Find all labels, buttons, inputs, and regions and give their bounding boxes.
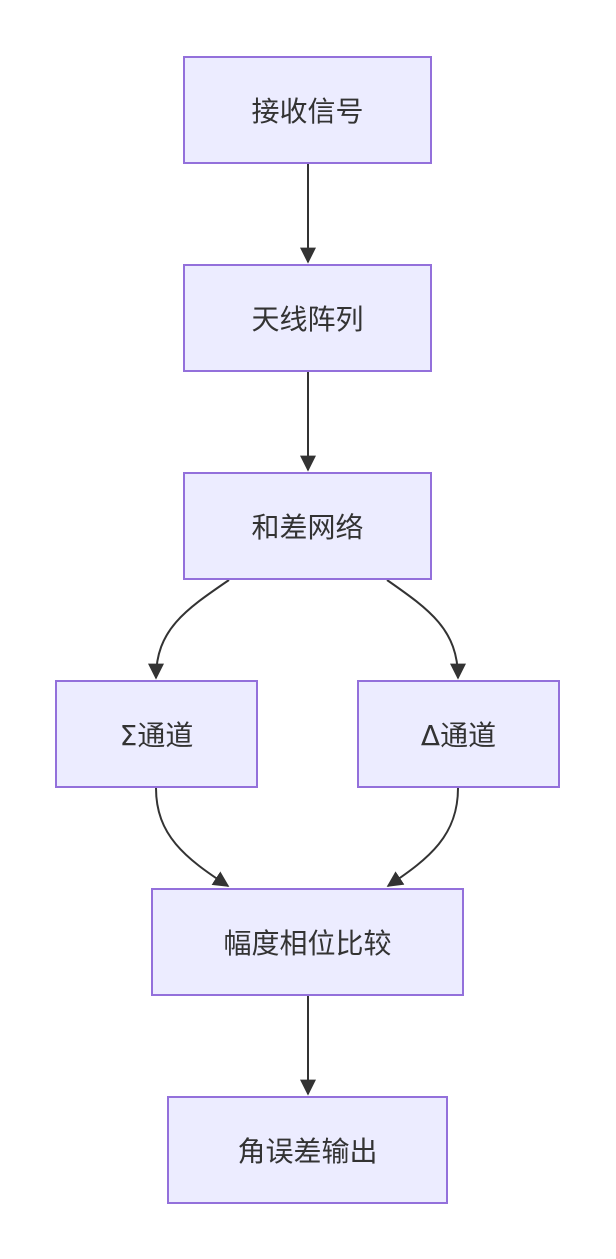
- node-amplitude-phase-comparison: 幅度相位比较: [151, 888, 464, 996]
- edge-delta-to-compare: [386, 787, 459, 887]
- node-delta-channel: Δ通道: [357, 680, 560, 788]
- node-angle-error-output: 角误差输出: [167, 1096, 448, 1204]
- node-label: 角误差输出: [237, 1135, 378, 1168]
- node-label: Δ通道: [420, 719, 497, 752]
- edge-sigma-to-compare: [155, 787, 230, 887]
- node-antenna-array: 天线阵列: [183, 264, 432, 372]
- node-label: 接收信号: [251, 95, 364, 128]
- node-sum-difference-network: 和差网络: [183, 472, 432, 580]
- node-label: Σ通道: [119, 719, 194, 752]
- node-label: 天线阵列: [251, 303, 364, 336]
- edge-hybrid-to-delta: [386, 579, 466, 680]
- node-label: 和差网络: [251, 511, 364, 544]
- node-sigma-channel: Σ通道: [55, 680, 258, 788]
- edge-hybrid-to-sigma: [148, 579, 230, 680]
- node-receive-signal: 接收信号: [183, 56, 432, 164]
- node-label: 幅度相位比较: [223, 927, 392, 960]
